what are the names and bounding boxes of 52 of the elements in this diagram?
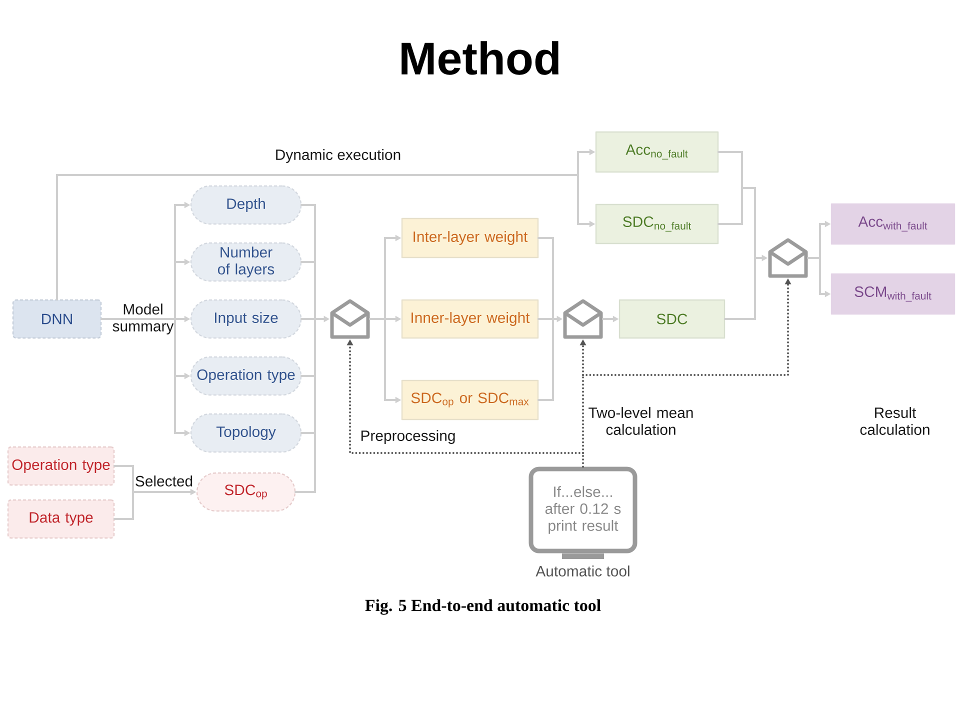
connector-line <box>300 261 316 263</box>
dotted-line <box>582 374 584 454</box>
connector-line <box>300 204 316 263</box>
process-box: Inter-layer weight <box>401 218 539 258</box>
connector-line <box>314 318 316 377</box>
stage-label: Two-level mean calculation <box>588 407 693 435</box>
connector-line <box>300 432 316 434</box>
process-box: DNN <box>12 299 102 339</box>
connector-line <box>538 318 554 401</box>
input-box: Operation type <box>7 446 115 486</box>
connector-line <box>300 318 316 320</box>
connector-line <box>807 257 821 259</box>
rounded-box: Depth <box>190 185 302 225</box>
title: Method <box>402 41 558 75</box>
caption: Fig. 5 End-to-end automatic tool <box>365 599 601 615</box>
process-box: SDC$_{op}$ or SDC$_{max}$ <box>401 380 539 420</box>
result-box: Acc$_{no_fault}$ <box>595 131 719 173</box>
connector-line <box>538 318 554 320</box>
node-caption: Automatic tool <box>536 566 630 576</box>
connector-line <box>741 187 756 259</box>
envelope-icon <box>768 238 808 278</box>
stage-label: Result calculation <box>860 407 930 435</box>
process-box: Inner-layer weight <box>401 299 539 339</box>
edge-label: Dynamic execution <box>276 149 400 163</box>
result-box: SDC <box>618 299 726 339</box>
envelope-icon <box>330 299 370 339</box>
rounded-box: Operation type <box>190 356 302 396</box>
connector-line <box>718 151 743 189</box>
result-box: SDC$_{no_fault}$ <box>595 204 719 244</box>
edge-label: Selected <box>136 476 192 486</box>
connector-line <box>174 318 176 377</box>
envelope-icon <box>563 299 603 339</box>
connector-line <box>724 257 756 320</box>
rounded-box: Topology <box>190 413 302 453</box>
stage-label: Preprocessing <box>361 430 455 444</box>
connector-line <box>114 491 134 520</box>
connector-line <box>314 261 316 320</box>
dotted-line <box>582 452 584 468</box>
edge-label: Model summary <box>112 304 174 334</box>
connector-line <box>100 318 176 320</box>
rounded-box: Number of layers <box>190 242 302 282</box>
monitor: If...else... after 0.12 s print result <box>528 466 638 559</box>
rounded-box: Input size <box>190 299 302 339</box>
connector-line <box>294 432 316 493</box>
connector-line <box>314 375 316 434</box>
connector-line <box>114 465 134 493</box>
connector-line <box>300 375 316 377</box>
connector-line <box>174 261 176 320</box>
connector-line <box>718 187 743 225</box>
connector-line <box>538 237 554 320</box>
input-box: Data type <box>7 499 115 539</box>
rounded-box: SDC$_{op}$ <box>196 472 296 512</box>
